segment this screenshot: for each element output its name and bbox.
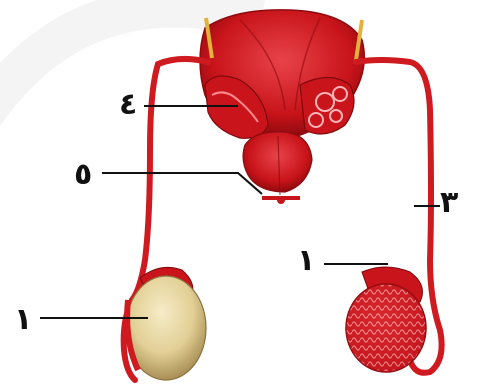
label-1-right: ١ — [297, 246, 315, 276]
label-3: ٣ — [440, 188, 458, 218]
label-4: ٤ — [119, 90, 137, 120]
leader-line-5 — [102, 173, 262, 194]
prostate — [243, 132, 312, 204]
label-1-left: ١ — [14, 305, 32, 335]
testis-right — [346, 267, 426, 372]
label-5: ٥ — [74, 160, 92, 190]
